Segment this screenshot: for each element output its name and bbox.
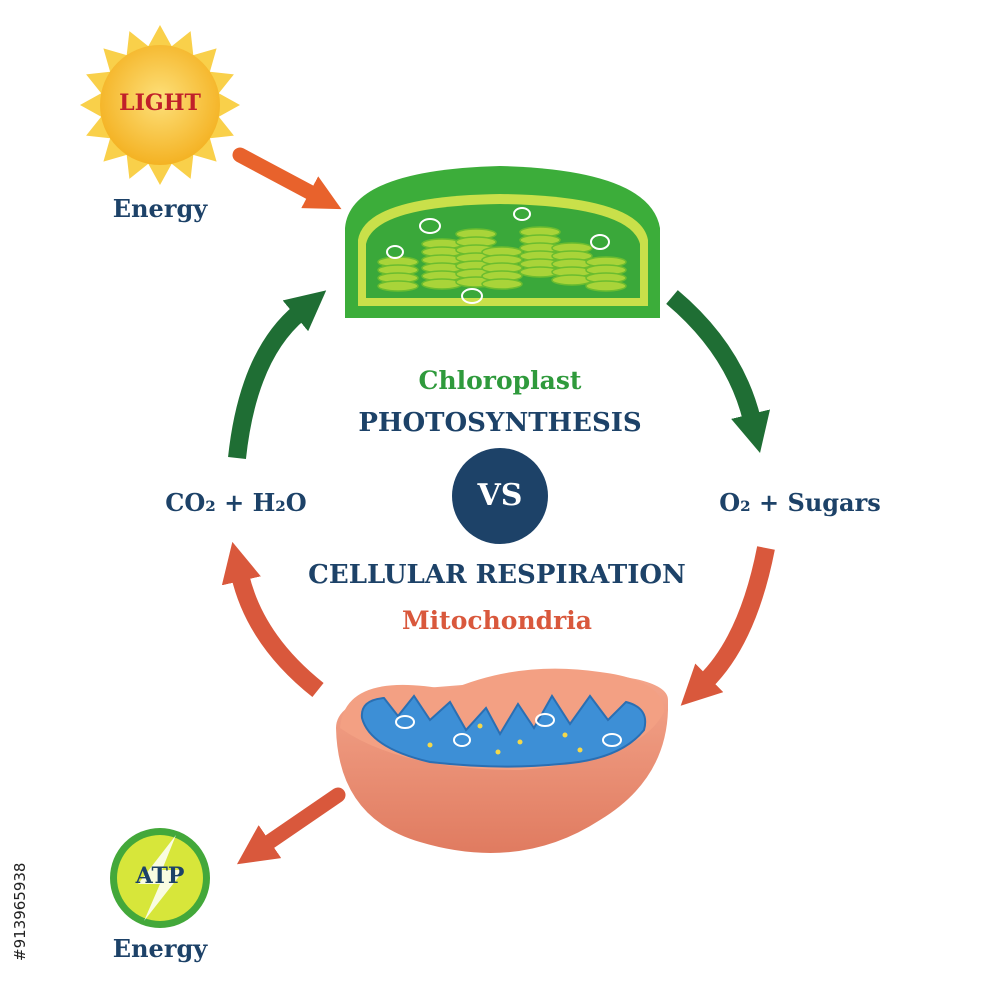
lightning-icon [138,835,184,921]
arrow-mitochondria-to-inputs [221,541,324,698]
arrow-outputs-to-mitochondria [680,546,775,706]
arrow-inputs-to-chloroplast [228,290,327,459]
thylakoid-disc [377,280,419,292]
chloroplast-label: Chloroplast [418,366,582,395]
arrow-chloroplast-to-outputs [666,290,771,454]
cellular-respiration-label: CELLULAR RESPIRATION [308,560,686,590]
mitochondria-icon [336,668,668,853]
light-label: LIGHT [119,90,201,116]
thylakoid-disc [585,280,627,292]
stock-id-text: #913965938 [11,862,29,961]
outputs-label: O₂ + Sugars [719,488,881,517]
sun-icon [80,25,240,185]
thylakoid-disc [481,278,523,290]
light-arrow [232,147,342,210]
atp-label: ATP [135,863,185,889]
mitochondria-cristae [360,694,647,768]
atp-icon [110,828,210,928]
atp-energy-label: Energy [112,934,208,963]
mitochondria-dots [427,723,583,755]
vs-label: VS [477,478,523,513]
mitochondria-granules [395,713,622,747]
vs-circle [452,448,548,544]
thylakoid-stacks [377,226,627,292]
inputs-label: CO₂ + H₂O [165,488,307,517]
light-energy-label: Energy [112,194,208,223]
photosynthesis-label: PHOTOSYNTHESIS [358,408,642,438]
chloroplast-granules [386,207,610,304]
chloroplast-icon [345,166,660,318]
mitochondria-label: Mitochondria [402,606,592,635]
stock-id-watermark: #913965938 [5,765,33,965]
atp-arrow [236,787,346,865]
sun-disc [100,45,220,165]
